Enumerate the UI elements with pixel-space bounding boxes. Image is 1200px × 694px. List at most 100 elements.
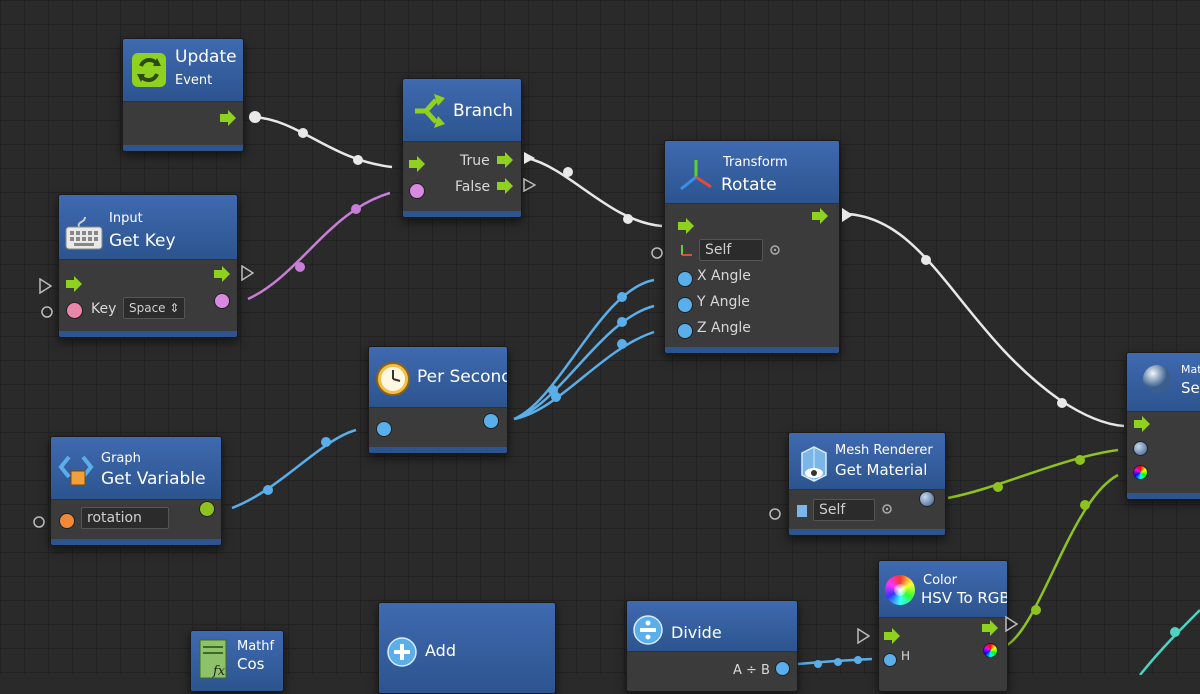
true-label: True	[460, 153, 490, 169]
mesh-target-icon	[797, 505, 807, 517]
key-dropdown[interactable]: Space ⇕	[123, 297, 186, 319]
graph-get-variable-node[interactable]: Graph Get Variable rotation	[50, 436, 222, 546]
node-category: Mathf	[237, 639, 275, 654]
branch-true-out-port[interactable]	[522, 151, 536, 165]
branch-icon	[410, 92, 448, 134]
flow-output-arrow[interactable]	[981, 619, 999, 637]
mesh-renderer-icon	[799, 445, 829, 487]
node-title: Add	[425, 641, 456, 660]
update-flow-out-port[interactable]	[248, 110, 262, 124]
material-set-node[interactable]: Mat Set	[1126, 352, 1200, 500]
transform-target-icon	[681, 245, 692, 256]
branch-false-out-port[interactable]	[522, 178, 536, 192]
material-output-port[interactable]	[919, 491, 935, 507]
variable-name-ghost[interactable]	[32, 515, 46, 529]
divide-op-label: A ÷ B	[733, 663, 770, 678]
mesh-target-field[interactable]: Self	[813, 499, 875, 521]
svg-text:fx: fx	[212, 664, 226, 679]
add-icon	[387, 637, 417, 671]
false-flow-arrow[interactable]	[496, 177, 514, 195]
update-event-node[interactable]: Update Event	[122, 38, 244, 152]
mesh-target-picker-icon[interactable]	[881, 503, 893, 515]
transform-axes-icon	[679, 157, 713, 197]
node-title: Divide	[671, 623, 722, 642]
variable-name-field[interactable]: rotation	[81, 507, 169, 529]
node-title: Get Material	[835, 461, 928, 479]
flow-input-arrow[interactable]	[1133, 415, 1151, 433]
flow-output-arrow[interactable]	[213, 265, 231, 283]
node-category: Input	[109, 211, 143, 226]
rotate-target-ghost[interactable]	[650, 246, 664, 260]
flow-output-arrow[interactable]	[219, 109, 237, 127]
z-angle-label: Z Angle	[697, 320, 751, 336]
transform-rotate-node[interactable]: Transform Rotate Self X Angle Y Angle Z …	[664, 140, 840, 354]
node-title: HSV To RGB	[921, 589, 1008, 607]
key-port[interactable]	[66, 302, 83, 319]
key-dropdown-value: Space	[129, 301, 166, 315]
color-output-port[interactable]	[983, 643, 998, 658]
input-port[interactable]	[376, 421, 392, 437]
flow-input-arrow[interactable]	[408, 155, 426, 173]
flow-input-arrow[interactable]	[883, 627, 901, 645]
material-sphere-icon	[1141, 363, 1173, 399]
node-category: Graph	[101, 451, 141, 466]
h-label: H	[901, 649, 911, 663]
node-category: Mesh Renderer	[835, 443, 933, 458]
name-port[interactable]	[59, 513, 75, 529]
keyboard-icon	[65, 215, 103, 255]
flow-input-arrow[interactable]	[677, 217, 695, 235]
flow-input-arrow[interactable]	[65, 275, 83, 293]
node-title: Get Key	[109, 231, 176, 251]
color-flow-out-ghost[interactable]	[1004, 616, 1018, 632]
output-port[interactable]	[483, 413, 499, 429]
false-label: False	[455, 179, 491, 195]
x-angle-port[interactable]	[677, 271, 693, 287]
graph-variable-icon	[57, 451, 95, 491]
node-title: Per Second	[417, 367, 508, 387]
mesh-renderer-get-material-node[interactable]: Mesh Renderer Get Material Self	[788, 432, 946, 536]
input-get-key-node[interactable]: Input Get Key Key Space ⇕	[58, 194, 238, 338]
key-down-output-port[interactable]	[214, 293, 230, 309]
color-input-port[interactable]	[1133, 465, 1148, 480]
node-title: Get Variable	[101, 469, 206, 489]
node-title: Update	[175, 47, 237, 67]
true-flow-arrow[interactable]	[496, 151, 514, 169]
condition-port[interactable]	[409, 183, 425, 199]
node-title: Set	[1181, 379, 1200, 397]
node-title: Branch	[453, 101, 513, 121]
flow-output-arrow[interactable]	[811, 207, 829, 225]
color-hsv-to-rgb-node[interactable]: Color HSV To RGB H	[878, 560, 1008, 692]
update-event-icon	[131, 52, 167, 92]
target-picker-icon[interactable]	[769, 244, 781, 256]
color-wheel-icon	[885, 575, 915, 609]
color-flow-in-ghost[interactable]	[856, 628, 870, 644]
node-title: Rotate	[721, 175, 777, 195]
divide-node[interactable]: Divide A ÷ B	[626, 600, 798, 692]
mathf-cos-node[interactable]: fx Mathf Cos	[190, 630, 284, 692]
per-second-node[interactable]: Per Second	[368, 346, 508, 454]
y-angle-label: Y Angle	[697, 294, 750, 310]
node-subtitle: Event	[175, 73, 213, 88]
node-category: Color	[923, 573, 957, 588]
mathf-book-icon: fx	[199, 639, 227, 683]
clock-icon	[375, 361, 411, 401]
mesh-target-ghost[interactable]	[768, 507, 782, 521]
y-angle-port[interactable]	[677, 297, 693, 313]
getkey-key-ghost[interactable]	[40, 305, 54, 319]
rotate-flow-out-port[interactable]	[840, 207, 854, 223]
material-input-port[interactable]	[1133, 441, 1148, 456]
add-node[interactable]: Add	[378, 602, 556, 694]
branch-node[interactable]: Branch True False	[402, 78, 522, 218]
node-category: Mat	[1181, 363, 1200, 376]
key-label: Key	[91, 301, 117, 317]
getkey-flow-in-ghost[interactable]	[38, 278, 52, 294]
quotient-output-port[interactable]	[775, 661, 790, 676]
z-angle-port[interactable]	[677, 323, 693, 339]
h-port[interactable]	[883, 653, 897, 667]
getkey-flow-out-port[interactable]	[240, 265, 254, 281]
target-field[interactable]: Self	[699, 239, 763, 261]
value-output-port[interactable]	[199, 501, 215, 517]
node-title: Cos	[237, 655, 265, 673]
x-angle-label: X Angle	[697, 268, 751, 284]
divide-icon	[633, 615, 663, 649]
